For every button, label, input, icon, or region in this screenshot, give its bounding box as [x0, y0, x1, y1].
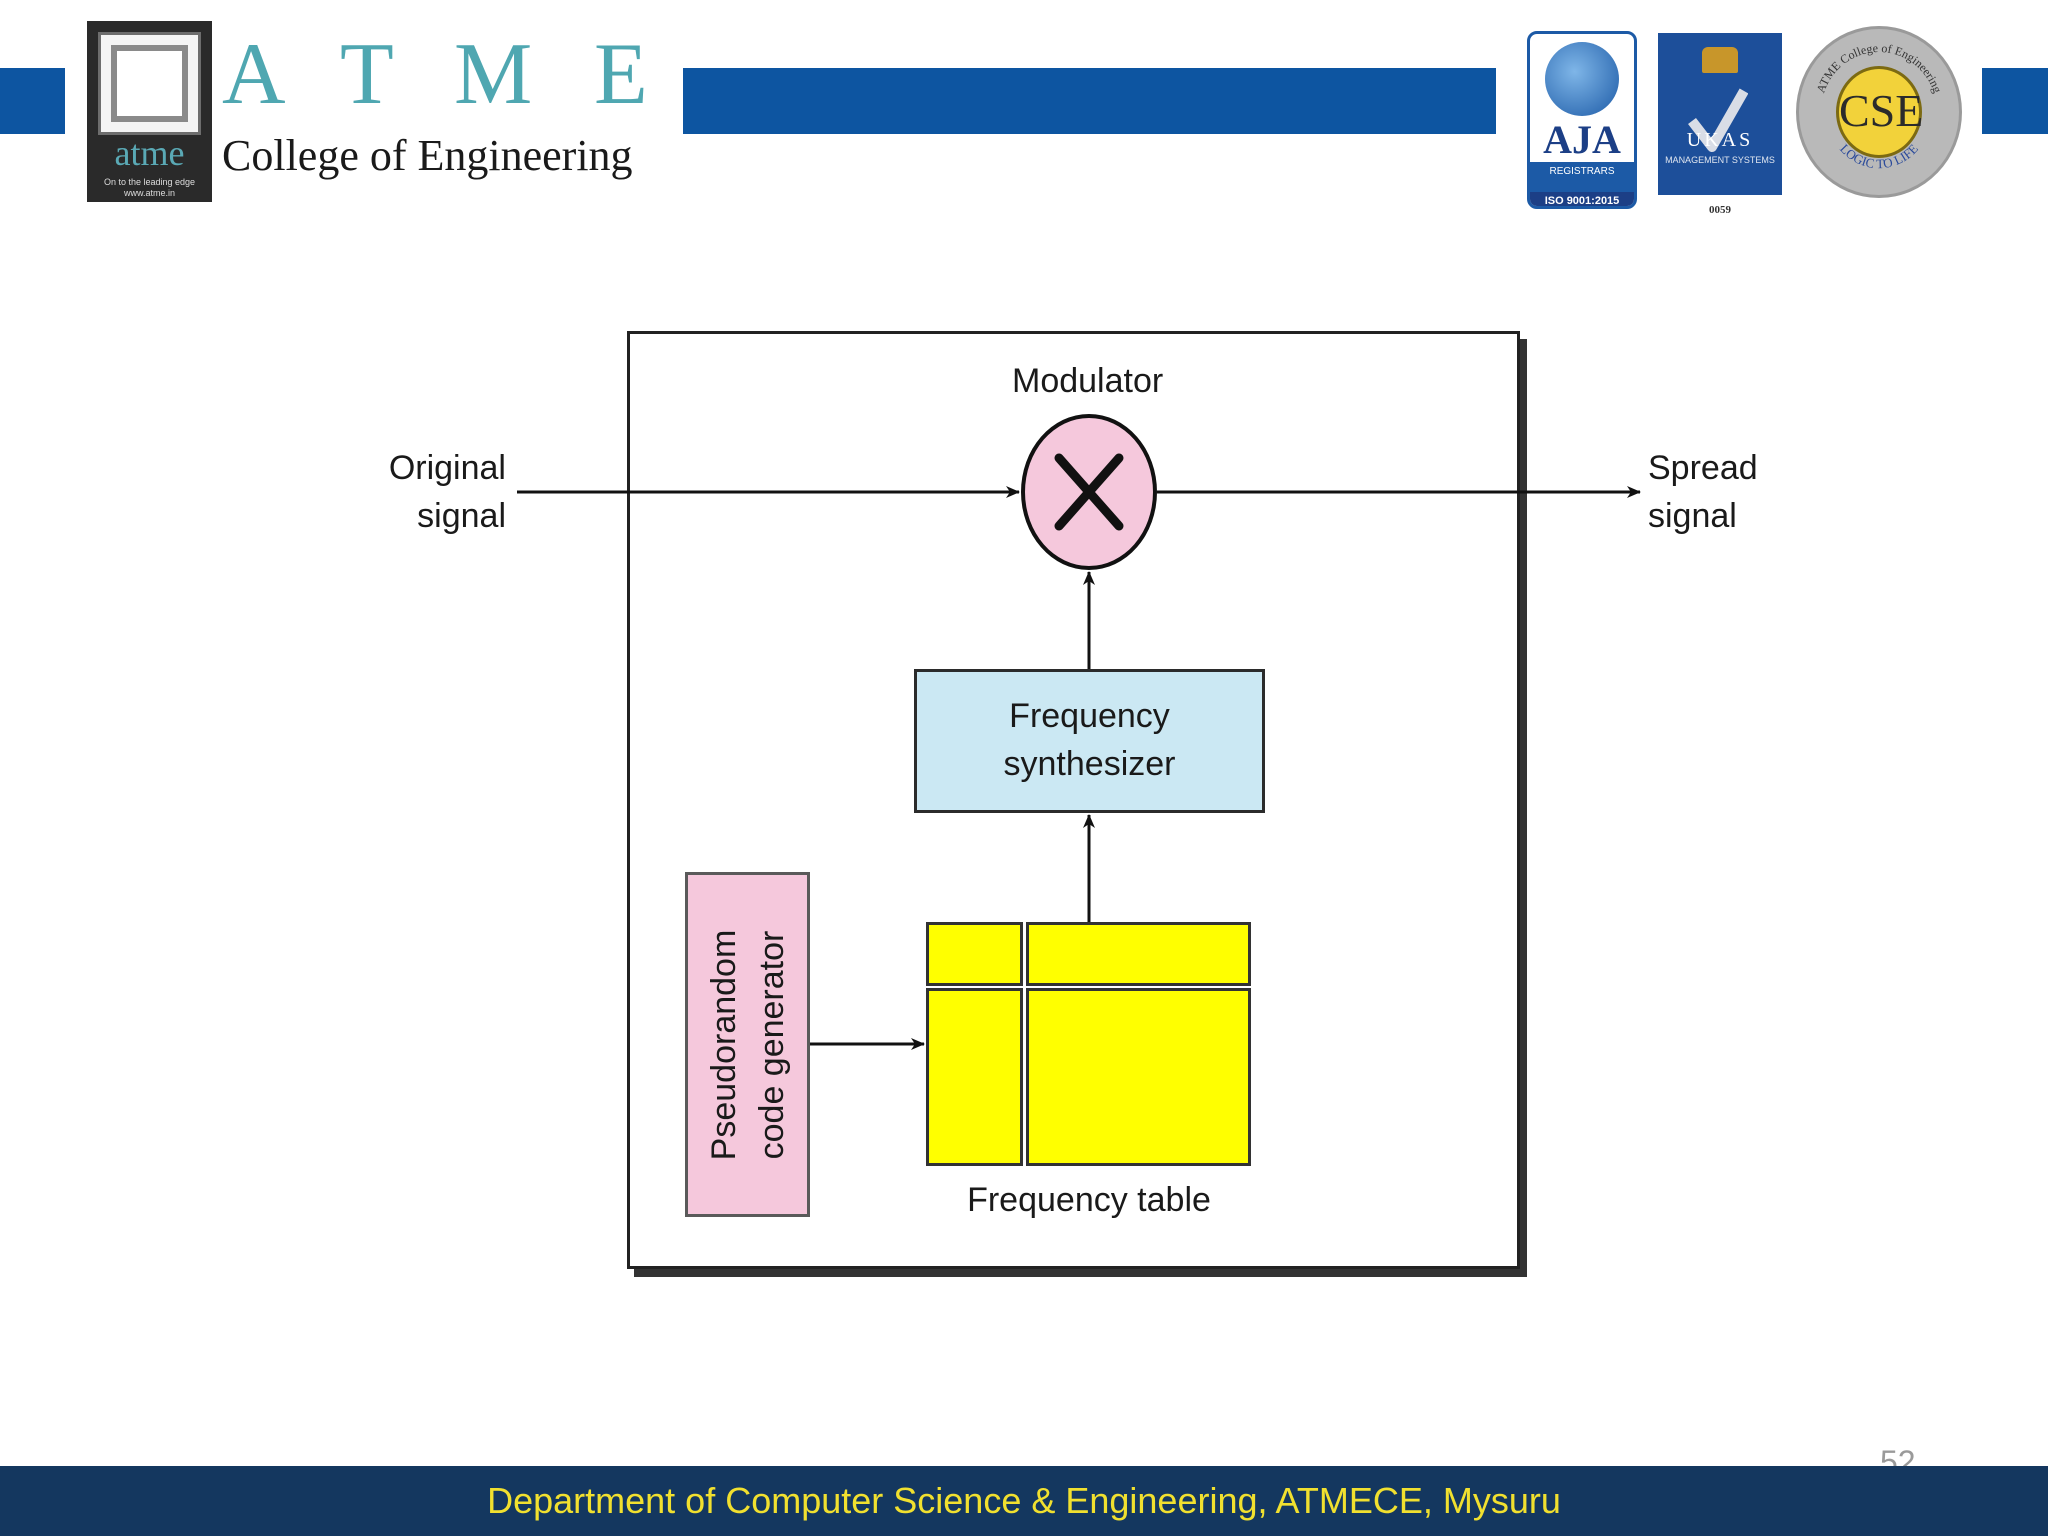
- cse-name: CSE: [1839, 85, 1924, 136]
- crown-icon: [1702, 47, 1738, 73]
- input-label-line: signal: [417, 497, 506, 535]
- aja-iso: ISO 9001:2015: [1530, 192, 1634, 206]
- header-bar-right: [1982, 68, 2048, 134]
- logo-url-text: www.atme.in: [123, 188, 176, 198]
- brand-letter: M: [454, 26, 533, 123]
- frequency-table-label: Frequency table: [967, 1181, 1211, 1219]
- synth-label: Frequency synthesizer: [917, 692, 1262, 788]
- header-bar-center: [683, 68, 1496, 134]
- table-cell: [1026, 988, 1251, 1166]
- synth-label-line: Frequency: [1009, 697, 1170, 735]
- brand-subtitle: College of Engineering: [222, 131, 633, 180]
- input-label-line: Original: [388, 449, 506, 487]
- aja-badge: AJA REGISTRARS ISO 9001:2015: [1527, 31, 1637, 209]
- prng-label: Pseudorandom code generator: [700, 895, 796, 1195]
- atme-logo: atme On to the leading edge www.atme.in: [87, 21, 212, 202]
- header-bar-left: [0, 68, 65, 134]
- brand-letter: E: [594, 26, 648, 123]
- footer-text: Department of Computer Science & Enginee…: [487, 1480, 1561, 1521]
- modulator-label: Modulator: [1012, 362, 1164, 400]
- aja-band: REGISTRARS: [1530, 162, 1634, 196]
- table-cell: [926, 988, 1023, 1166]
- brand-letter: T: [340, 26, 394, 123]
- ukas-badge: UKAS MANAGEMENT SYSTEMS: [1658, 33, 1782, 195]
- table-cell: [926, 922, 1023, 986]
- ukas-name: UKAS: [1686, 129, 1754, 151]
- cse-center: CSE: [1836, 66, 1924, 158]
- pseudorandom-generator-block: Pseudorandom code generator: [685, 872, 810, 1217]
- output-label-line: signal: [1648, 497, 1737, 535]
- brand-title: A T M E: [222, 30, 652, 120]
- prng-label-line: code generator: [752, 930, 791, 1159]
- ukas-sub: MANAGEMENT SYSTEMS: [1665, 155, 1775, 165]
- logo-tagline-text: On to the leading edge: [103, 177, 196, 187]
- prng-label-line: Pseudorandom: [704, 929, 743, 1160]
- brand-letter: A: [222, 26, 286, 123]
- synth-label-line: synthesizer: [1003, 745, 1176, 783]
- aja-name: AJA: [1543, 117, 1621, 162]
- output-label-line: Spread: [1648, 449, 1758, 487]
- ukas-number: 0059: [1709, 204, 1731, 216]
- footer-bar: Department of Computer Science & Enginee…: [0, 1466, 2048, 1536]
- modulator-multiply-icon: [1021, 414, 1157, 570]
- atme-logo-tagline: On to the leading edge www.atme.in: [87, 177, 212, 199]
- output-label: Spread signal: [1648, 444, 1758, 540]
- globe-icon: [1545, 42, 1619, 116]
- table-cell: [1026, 922, 1251, 986]
- input-label: Original signal: [382, 444, 506, 540]
- atme-logo-word: atme: [114, 133, 185, 173]
- cse-badge: ATME College of Engineering LOGIC TO LIF…: [1796, 26, 1962, 198]
- frequency-table: [926, 922, 1251, 1166]
- checkmark-icon: [1688, 88, 1748, 152]
- frequency-synthesizer-block: Frequency synthesizer: [914, 669, 1265, 813]
- atme-logo-frame-icon: [98, 32, 201, 135]
